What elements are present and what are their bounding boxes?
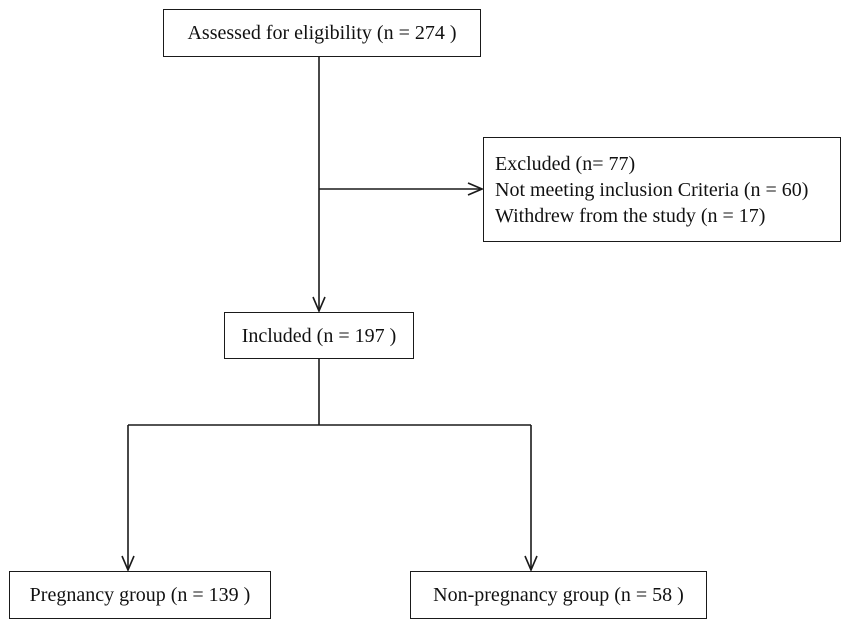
pregnancy-group-label: Pregnancy group (n = 139 ) bbox=[29, 584, 251, 606]
excluded-box: Excluded (n= 77) Not meeting inclusion C… bbox=[483, 137, 841, 242]
withdrew-label: Withdrew from the study (n = 17) bbox=[495, 204, 766, 227]
included-label: Included (n = 197 ) bbox=[241, 324, 397, 347]
excluded-label: Excluded (n= 77) bbox=[495, 152, 636, 175]
pregnancy-group-box: Pregnancy group (n = 139 ) bbox=[9, 571, 271, 619]
included-box: Included (n = 197 ) bbox=[224, 312, 414, 359]
non-pregnancy-group-label: Non-pregnancy group (n = 58 ) bbox=[433, 584, 684, 606]
non-pregnancy-group-box: Non-pregnancy group (n = 58 ) bbox=[410, 571, 707, 619]
assessed-box: Assessed for eligibility (n = 274 ) bbox=[163, 9, 481, 57]
not-meeting-criteria-label: Not meeting inclusion Criteria (n = 60) bbox=[495, 178, 809, 201]
assessed-label: Assessed for eligibility (n = 274 ) bbox=[187, 22, 457, 44]
